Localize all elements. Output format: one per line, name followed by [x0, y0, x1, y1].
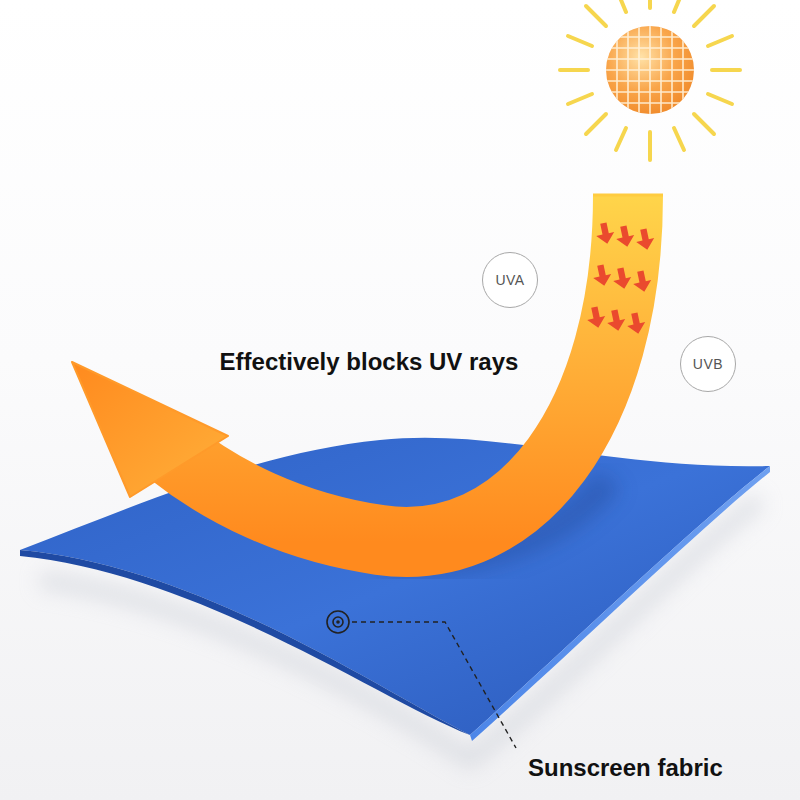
headline-label: Effectively blocks UV rays	[220, 348, 519, 376]
sun-globe	[606, 26, 694, 114]
callout-leader	[327, 611, 516, 748]
sun-rays	[560, 0, 740, 160]
uv-type-circle: UVB	[680, 336, 736, 392]
uv-ray-arrows	[585, 221, 656, 335]
uv-type-circle: UVA	[482, 252, 538, 308]
uv-deflection-arrow	[72, 195, 663, 542]
uv-type-text: UVB	[693, 356, 723, 372]
uv-type-text: UVA	[495, 272, 524, 288]
callout-label: Sunscreen fabric	[528, 754, 723, 782]
